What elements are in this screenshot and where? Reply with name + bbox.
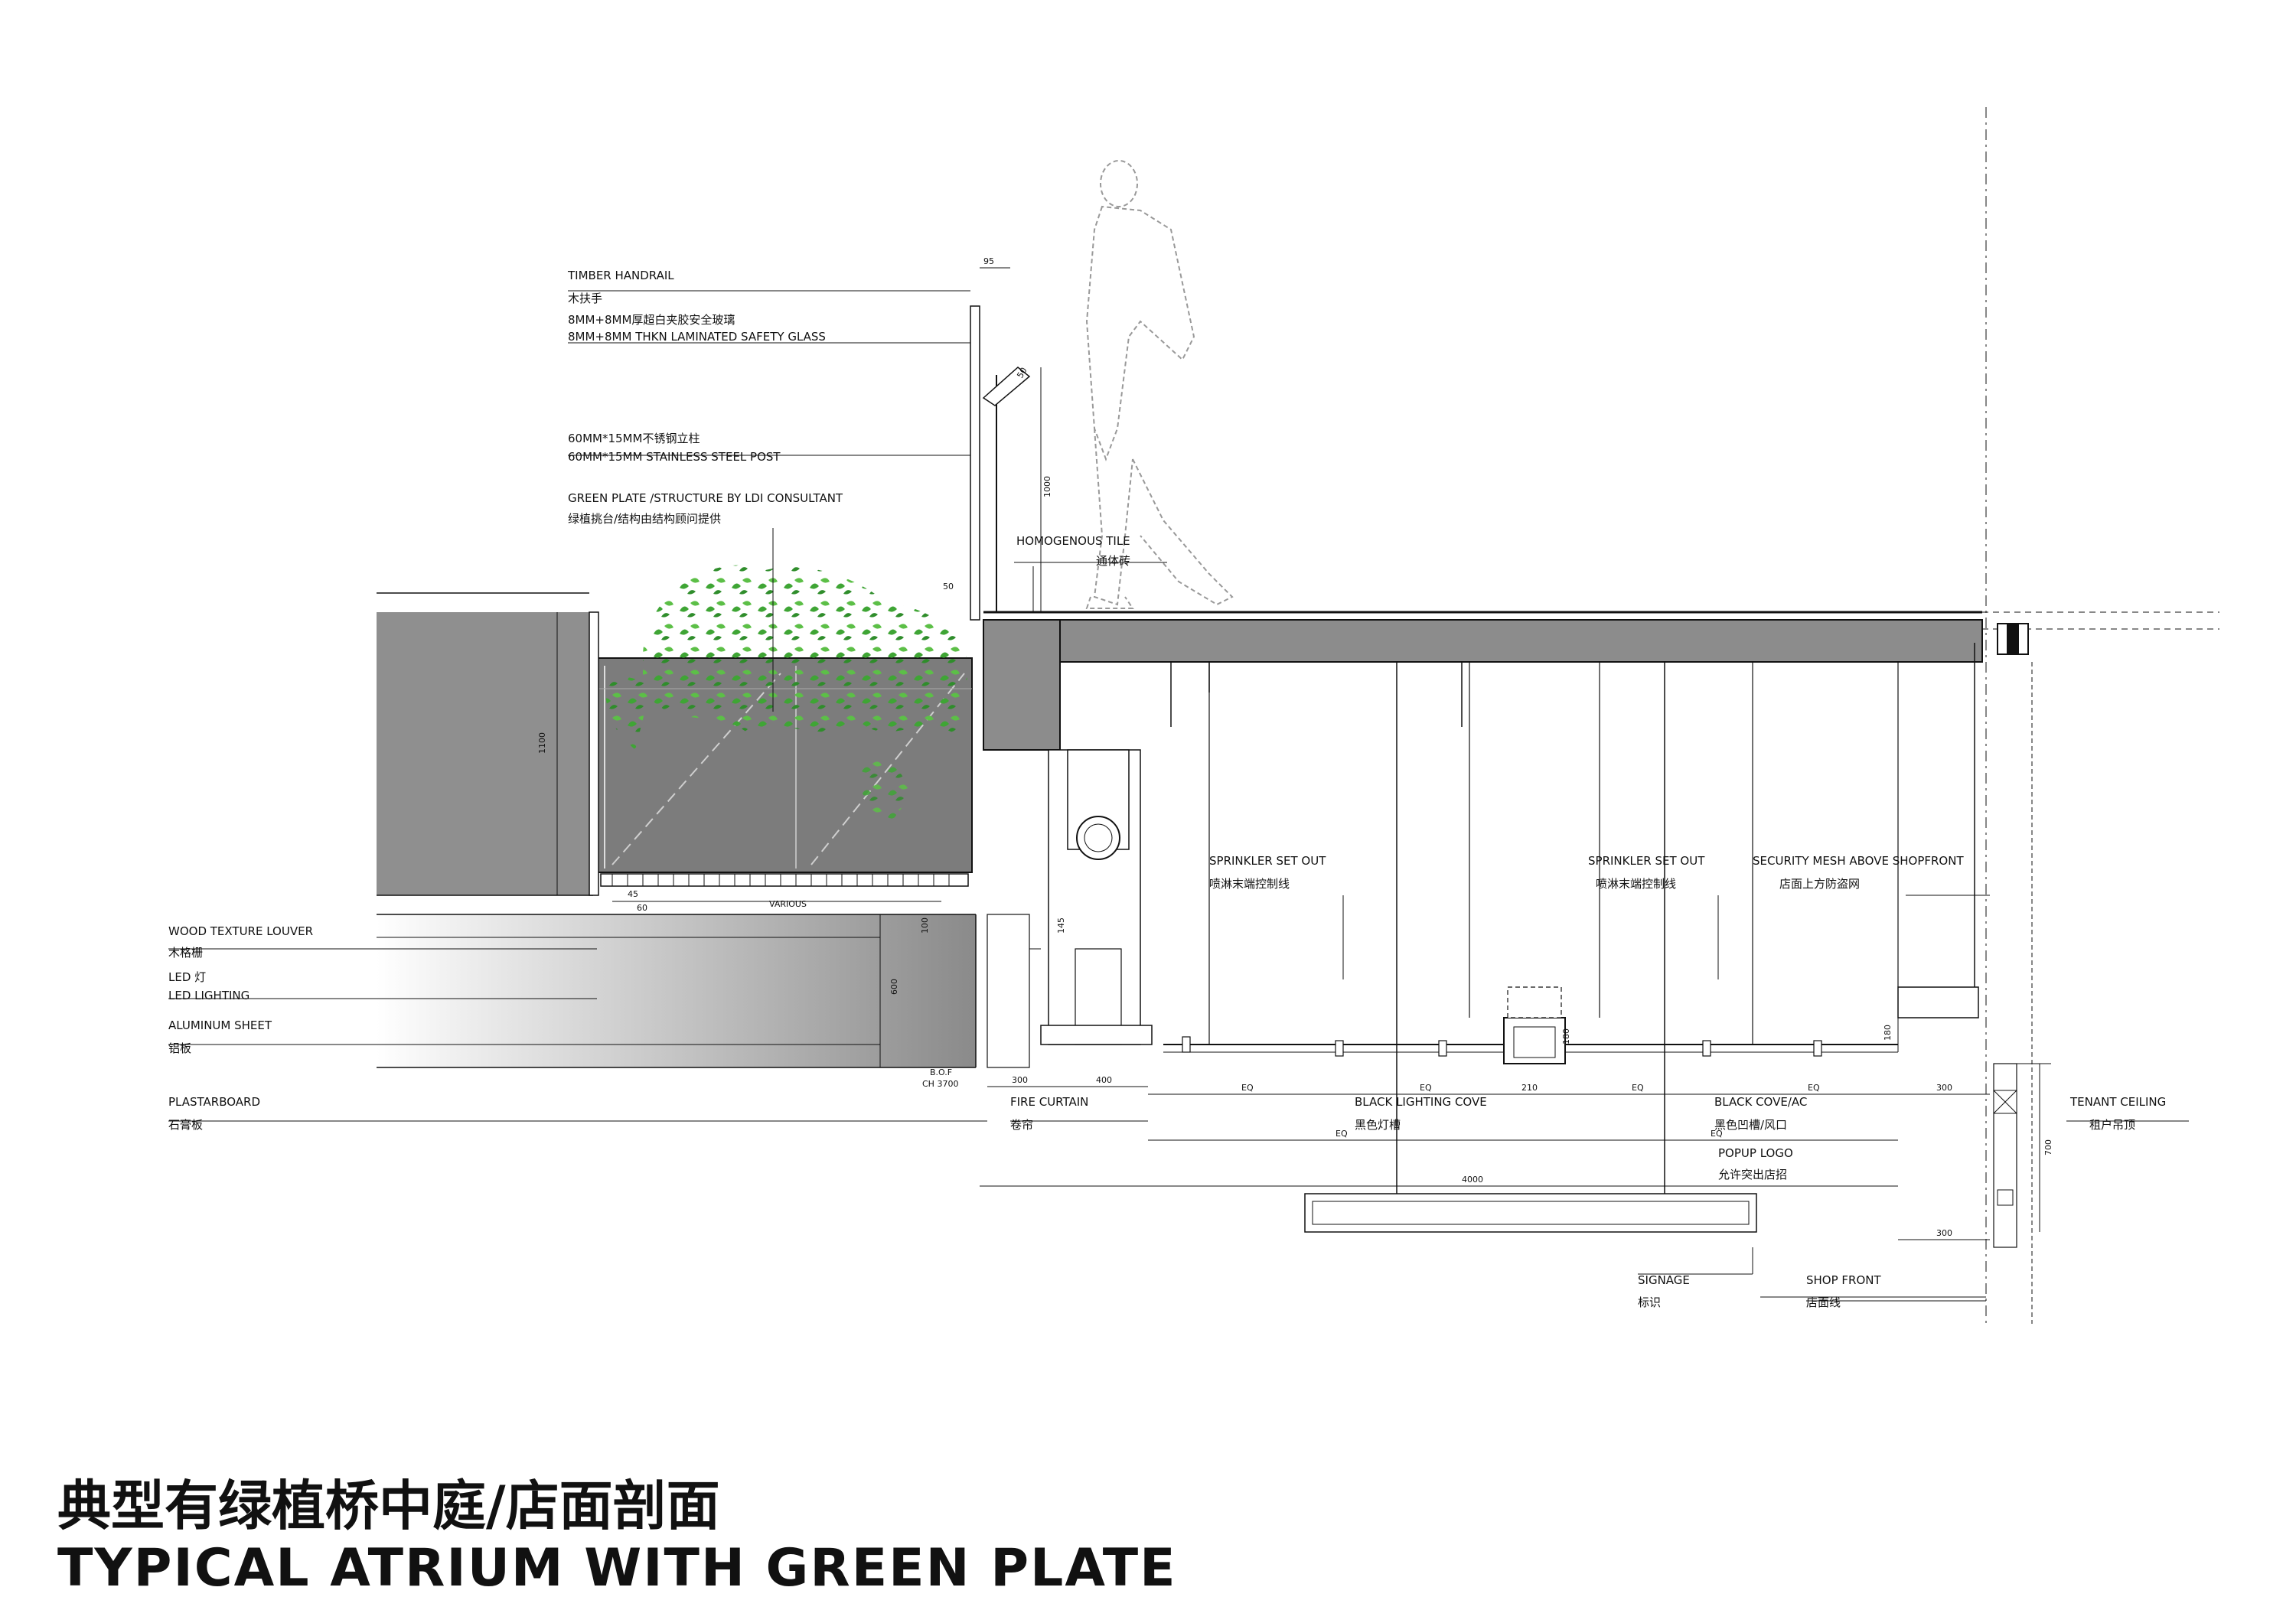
label-tenant-ceiling-cn: 租户吊顶 — [2089, 1118, 2135, 1132]
label-signage-en: SIGNAGE — [1638, 1273, 1690, 1287]
foliage — [643, 565, 969, 735]
dim-eq2: EQ — [1420, 1083, 1432, 1093]
dim-100: 100 — [920, 917, 930, 934]
label-security-mesh-en: SECURITY MESH ABOVE SHOPFRONT — [1753, 854, 1964, 868]
dim-300c: 300 — [1936, 1228, 1952, 1238]
timber-handrail — [982, 367, 1031, 406]
dim-45: 45 — [628, 889, 638, 899]
label-popup-logo-en: POPUP LOGO — [1718, 1146, 1793, 1160]
fire-curtain-roll — [1076, 816, 1120, 860]
dim-1000: 1000 — [1042, 476, 1052, 497]
label-sprinkler2-en: SPRINKLER SET OUT — [1588, 854, 1705, 868]
shopfront-head — [1897, 986, 1979, 1018]
lighting-fittings — [1182, 1036, 1822, 1057]
dim-300b: 300 — [1936, 1083, 1952, 1093]
signage-box — [1304, 1193, 1757, 1233]
title-english: TYPICAL ATRIUM WITH GREEN PLATE — [57, 1538, 1177, 1599]
label-tenant-ceiling-en: TENANT CEILING — [2069, 1095, 2166, 1109]
label-post-cn: 60MM*15MM不锈钢立柱 — [568, 432, 700, 445]
slab-edge-beam — [983, 619, 1061, 751]
dim-eq3: EQ — [1632, 1083, 1644, 1093]
dimension-strings — [980, 1086, 1990, 1298]
human-figure — [1085, 160, 1234, 609]
dim-50b: 50 — [943, 582, 954, 592]
label-wood-louver-cn: 木格栅 — [168, 946, 203, 960]
dim-180b: 180 — [1883, 1025, 1893, 1041]
floor-slab — [983, 619, 1983, 663]
label-fire-curtain-en: FIRE CURTAIN — [1010, 1095, 1088, 1109]
dim-60: 60 — [637, 903, 647, 913]
wood-louver — [600, 873, 969, 887]
leader-lines — [168, 290, 2189, 1302]
label-black-cove-ac-cn: 黑色凹槽/风口 — [1714, 1118, 1787, 1132]
label-black-cove-ac-en: BLACK COVE/AC — [1714, 1095, 1807, 1109]
label-aluminum-en: ALUMINUM SHEET — [168, 1018, 272, 1032]
dim-210: 210 — [1521, 1083, 1538, 1093]
dim-180a: 180 — [1561, 1028, 1571, 1045]
dim-eq6: EQ — [1711, 1129, 1723, 1139]
dim-300a: 300 — [1012, 1075, 1028, 1085]
label-black-cove-cn: 黑色灯槽 — [1355, 1118, 1401, 1132]
dim-various: VARIOUS — [769, 899, 807, 909]
label-homogenous-tile-cn: 通体砖 — [1096, 554, 1130, 568]
dim-400: 400 — [1096, 1075, 1112, 1085]
label-wood-louver-en: WOOD TEXTURE LOUVER — [168, 924, 313, 938]
label-security-mesh-cn: 店面上方防盗网 — [1779, 877, 1860, 891]
label-bof: B.O.F — [930, 1067, 952, 1077]
dim-145: 145 — [1056, 917, 1066, 934]
label-shop-front-en: SHOP FRONT — [1806, 1273, 1881, 1287]
dim-1100: 1100 — [537, 732, 547, 754]
sprinkler-drops — [1170, 643, 1975, 1217]
label-sprinkler2-cn: 喷淋末端控制线 — [1596, 877, 1676, 891]
label-shop-front-cn: 店面线 — [1806, 1295, 1841, 1309]
label-timber-handrail-cn: 木扶手 — [568, 292, 602, 305]
label-popup-logo-cn: 允许突出店招 — [1718, 1168, 1787, 1181]
atrium-wall-block — [377, 612, 589, 895]
title-chinese: 典型有绿植桥中庭/店面剖面 — [57, 1475, 720, 1537]
dim-600: 600 — [889, 979, 899, 995]
dim-eq4: EQ — [1808, 1083, 1820, 1093]
label-post-en: 60MM*15MM STAINLESS STEEL POST — [568, 450, 781, 464]
label-plastarboard-cn: 石膏板 — [168, 1118, 203, 1132]
dim-700: 700 — [2043, 1139, 2053, 1155]
dim-95: 95 — [983, 256, 994, 266]
label-timber-handrail-en: TIMBER HANDRAIL — [567, 269, 674, 282]
soffit-aluminum — [377, 914, 976, 1067]
label-sprinkler1-cn: 喷淋末端控制线 — [1209, 877, 1290, 891]
label-green-plate-cn: 绿植挑台/结构由结构顾问提供 — [568, 512, 721, 526]
dim-4000: 4000 — [1462, 1175, 1483, 1185]
label-fire-curtain-cn: 卷帘 — [1010, 1118, 1033, 1132]
label-signage-cn: 标识 — [1638, 1295, 1661, 1309]
dim-eq5: EQ — [1336, 1129, 1348, 1139]
ceiling-hangers — [1208, 662, 1899, 1045]
label-homogenous-tile-en: HOMOGENOUS TILE — [1016, 534, 1130, 548]
label-glass-en: 8MM+8MM THKN LAMINATED SAFETY GLASS — [568, 330, 826, 344]
label-plastarboard-en: PLASTARBOARD — [168, 1095, 260, 1109]
label-aluminum-cn: 铝板 — [168, 1041, 191, 1055]
label-black-cove-en: BLACK LIGHTING COVE — [1355, 1095, 1487, 1109]
label-glass-cn: 8MM+8MM厚超白夹胶安全玻璃 — [568, 313, 735, 327]
label-green-plate-en: GREEN PLATE /STRUCTURE BY LDI CONSULTANT — [568, 491, 843, 505]
label-ch: CH 3700 — [922, 1079, 958, 1089]
label-led-en: LED LIGHTING — [168, 989, 249, 1002]
dim-eq1: EQ — [1241, 1083, 1254, 1093]
glass-balustrade — [970, 305, 980, 621]
label-led-cn: LED 灯 — [168, 970, 206, 984]
dim-50a: 50 — [1015, 366, 1029, 380]
label-sprinkler1-en: SPRINKLER SET OUT — [1209, 854, 1326, 868]
